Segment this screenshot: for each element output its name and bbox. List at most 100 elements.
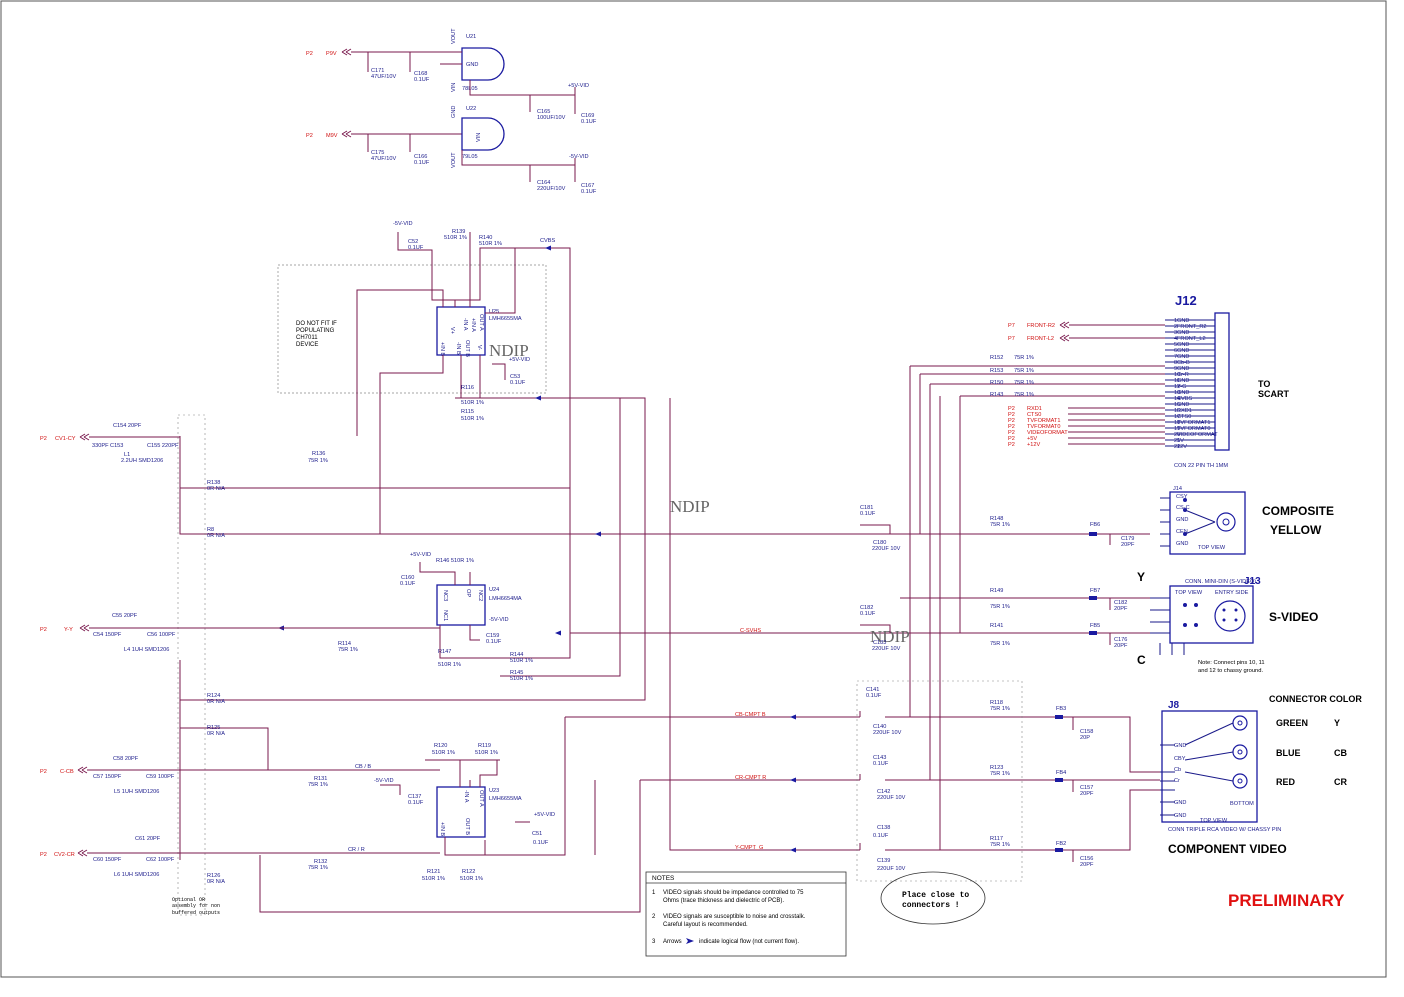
svg-text:DEVICE: DEVICE (296, 342, 318, 348)
svg-text:R153: R153 (990, 368, 1003, 374)
svg-text:0.1UF: 0.1UF (408, 245, 424, 251)
input-filters: P2 CV1-CY C154 20PF 330PF C153 L1 2.2UH … (40, 414, 440, 916)
svg-text:R149: R149 (990, 588, 1003, 594)
svg-text:75R 1%: 75R 1% (308, 782, 328, 788)
svg-text:R118: R118 (990, 700, 1003, 706)
input-cv1-cy: CV1-CY (55, 436, 76, 442)
svg-text:CS-C: CS-C (1176, 505, 1190, 511)
svg-text:R140: R140 (479, 235, 492, 241)
sheet-border (0, 0, 1387, 978)
u21-vin: VIN (451, 83, 457, 92)
svg-text:R123: R123 (990, 765, 1003, 771)
svg-text:75R 1%: 75R 1% (990, 641, 1010, 647)
svg-text:C164: C164 (537, 180, 550, 186)
svideo-y-label: Y (1137, 570, 1145, 584)
svg-text:P2: P2 (1008, 424, 1015, 430)
svg-text:GND: GND (1174, 813, 1186, 819)
j14-composite: J14 CSY CS-C GND CEN GND TOP VIEW COMPOS… (1160, 486, 1334, 555)
svg-text:510R 1%: 510R 1% (461, 400, 484, 406)
svg-text:VIDEO signals are susceptible: VIDEO signals are susceptible to noise a… (663, 914, 806, 920)
svg-text:GND: GND (1176, 541, 1188, 547)
j12-pin-label: GND (1177, 354, 1189, 360)
svg-text:GREEN: GREEN (1276, 718, 1308, 728)
svg-text:75R 1%: 75R 1% (1014, 380, 1034, 386)
svg-text:C171: C171 (371, 68, 384, 74)
svg-text:510R 1%: 510R 1% (461, 416, 484, 422)
main-wiring (179, 245, 1165, 913)
svg-text:GND: GND (451, 106, 457, 118)
j13-svideo: J13 CONN. MINI-DIN (S-VIDEO) TOP VIEW EN… (1137, 570, 1318, 674)
u25-ref: U25 (489, 309, 499, 315)
svg-text:R144: R144 (510, 652, 523, 658)
svg-text:0.1UF: 0.1UF (533, 840, 549, 846)
j12-pin-label: CVBS (1177, 396, 1193, 402)
j13-ref: J13 (1244, 576, 1261, 587)
svg-text:R132: R132 (314, 859, 327, 865)
svg-text:R120: R120 (434, 743, 447, 749)
svg-text:0.1UF: 0.1UF (581, 119, 597, 125)
arrow-icon (686, 938, 694, 944)
svg-text:LMH6654MA: LMH6654MA (489, 596, 522, 602)
svg-text:510R 1%: 510R 1% (422, 876, 445, 882)
svg-text:220UF 10V: 220UF 10V (873, 730, 902, 736)
svg-text:C53: C53 (510, 374, 520, 380)
svg-text:C156: C156 (1080, 856, 1093, 862)
svg-text:0.1UF: 0.1UF (414, 77, 430, 83)
svg-text:U24: U24 (489, 587, 499, 593)
svg-text:CBY: CBY (1174, 756, 1186, 762)
svg-text:C139: C139 (877, 858, 890, 864)
svideo-label: S-VIDEO (1269, 610, 1318, 624)
svg-text:0.1UF: 0.1UF (860, 611, 876, 617)
j12-pin-label: TVFORMAT0 (1177, 426, 1210, 432)
svg-text:indicate logical flow (not cur: indicate logical flow (not current flow)… (699, 939, 799, 945)
svg-text:C176: C176 (1114, 637, 1127, 643)
svg-text:0.1UF: 0.1UF (486, 639, 502, 645)
svg-text:20PF: 20PF (1114, 643, 1128, 649)
u25-part: LMH6655MA (489, 316, 522, 322)
svg-text:330PF C153: 330PF C153 (92, 443, 123, 449)
connector-color-title: CONNECTOR COLOR (1269, 694, 1362, 704)
svg-text:510R 1%: 510R 1% (510, 676, 533, 682)
svg-text:R115: R115 (461, 409, 474, 415)
j12-pin-label: FRONT_L2 (1177, 336, 1206, 342)
svg-text:510R 1%: 510R 1% (475, 750, 498, 756)
svg-text:P2: P2 (1008, 406, 1015, 412)
svg-text:-5V-VID: -5V-VID (489, 617, 509, 623)
svg-text:100UF/10V: 100UF/10V (537, 115, 566, 121)
svg-text:connectors !: connectors ! (902, 901, 960, 910)
svg-text:V+: V+ (449, 327, 455, 334)
j12-pin-num: 11 (1174, 378, 1180, 384)
j12-pin-num: 1 (1174, 318, 1177, 324)
svg-text:C182: C182 (1114, 600, 1127, 606)
svg-text:buffered outputs: buffered outputs (172, 910, 220, 916)
j12-pin-num: 5 (1174, 342, 1177, 348)
svg-text:75R 1%: 75R 1% (338, 647, 358, 653)
rail-neg: -5V-VID (569, 154, 589, 160)
svg-text:C157: C157 (1080, 785, 1093, 791)
input-y-y: Y-Y (64, 627, 73, 633)
svg-text:P2: P2 (1008, 442, 1015, 448)
j12-pin-num: 18 (1174, 420, 1180, 426)
svg-text:R143: R143 (990, 392, 1003, 398)
svg-text:75R 1%: 75R 1% (308, 458, 328, 464)
svg-text:-IN A: -IN A (462, 318, 468, 331)
svg-text:TOP VIEW: TOP VIEW (1198, 545, 1226, 551)
svg-text:20PF: 20PF (1080, 862, 1094, 868)
svg-text:U23: U23 (489, 788, 499, 794)
svg-text:0.1UF: 0.1UF (873, 761, 889, 767)
svg-text:220UF 10V: 220UF 10V (877, 795, 906, 801)
svg-text:P7: P7 (1008, 323, 1015, 329)
svg-text:220UF 10V: 220UF 10V (877, 866, 906, 872)
svideo-c-label: C (1137, 653, 1146, 667)
svg-text:75R 1%: 75R 1% (1014, 368, 1034, 374)
svg-text:2.2UH SMD1206: 2.2UH SMD1206 (121, 458, 163, 464)
svg-text:FB3: FB3 (1056, 706, 1066, 712)
j12-pin-num: 13 (1174, 390, 1180, 396)
svg-text:L1: L1 (124, 452, 130, 458)
svg-text:75R 1%: 75R 1% (308, 865, 328, 871)
svg-text:R116: R116 (461, 385, 474, 391)
svg-text:P2: P2 (40, 436, 47, 442)
svg-text:L6 1UH SMD1206: L6 1UH SMD1206 (114, 872, 159, 878)
